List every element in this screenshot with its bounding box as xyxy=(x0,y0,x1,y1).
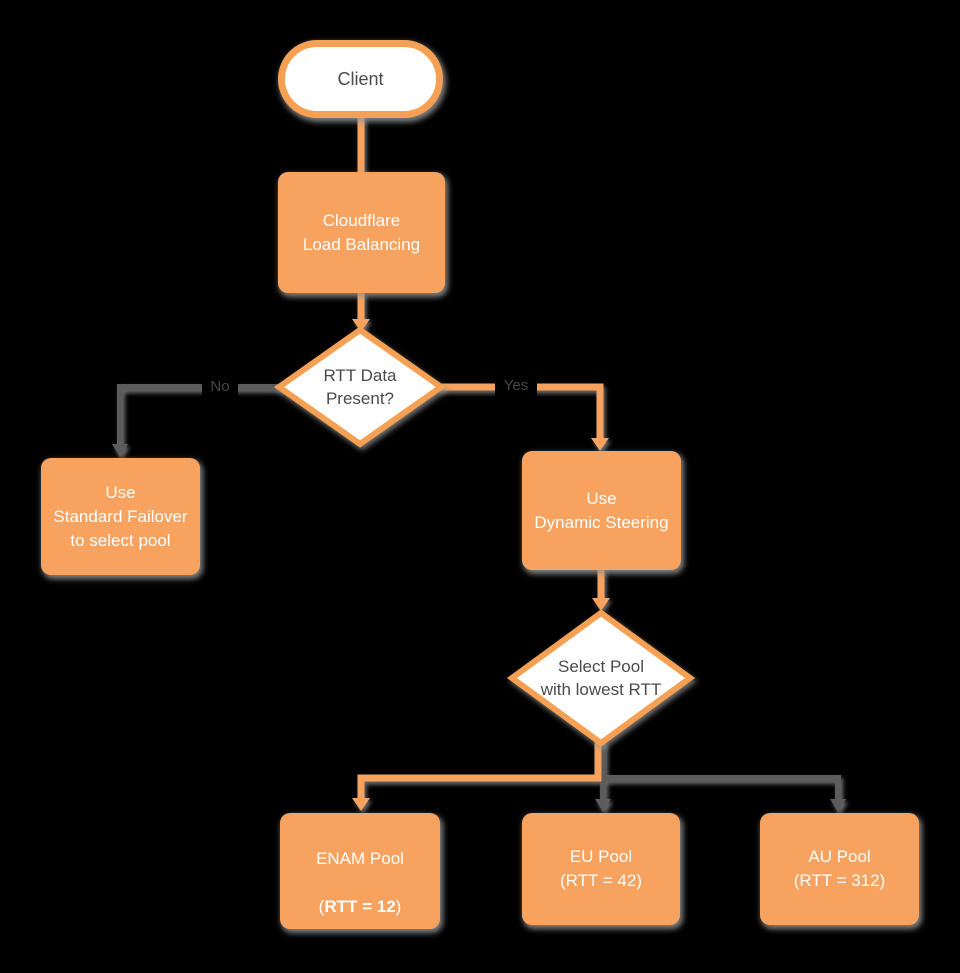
node-eu-pool: EU Pool (RTT = 42) xyxy=(522,813,680,925)
node-eu-pool-label: EU Pool (RTT = 42) xyxy=(559,847,643,890)
node-standard-failover: Use Standard Failover to select pool xyxy=(41,458,200,575)
edge-label-yes-text: Yes xyxy=(503,376,529,394)
node-standard-failover-label: Use Standard Failover to select pool xyxy=(53,482,188,550)
edge-enam-arrowhead xyxy=(352,798,370,811)
node-enam-pool: ENAM Pool (RTT = 12) xyxy=(280,813,440,929)
edge-yes-line xyxy=(437,383,604,440)
enam-rtt-paren-open: ( xyxy=(318,897,325,916)
enam-rtt-paren-close: ) xyxy=(395,897,402,916)
node-cloudflare-label: Cloudflare Load Balancing xyxy=(302,210,421,254)
node-rtt-data-present-decision: RTT Data Present? xyxy=(274,325,446,449)
node-select-pool-label: Select Pool with lowest RTT xyxy=(540,657,662,699)
edge-au-line xyxy=(603,775,841,801)
edge-lb-arrowhead xyxy=(352,319,370,332)
node-au-pool: AU Pool (RTT = 312) xyxy=(760,813,919,925)
edge-label-no: No xyxy=(202,374,238,398)
node-cloudflare-load-balancing: Cloudflare Load Balancing xyxy=(278,172,445,293)
edge-au-arrowhead xyxy=(830,799,846,812)
edge-enam-line xyxy=(357,740,602,800)
node-client-label: Client xyxy=(337,68,384,89)
enam-pool-name: ENAM Pool xyxy=(316,849,404,868)
rtt-diamond-shape xyxy=(274,326,446,448)
node-enam-pool-label: ENAM Pool (RTT = 12) xyxy=(316,823,404,919)
enam-rtt-value: RTT = 12 xyxy=(324,897,396,916)
node-select-pool-decision: Select Pool with lowest RTT xyxy=(506,607,696,749)
edge-select-arrowhead xyxy=(592,598,610,611)
node-au-pool-label: AU Pool (RTT = 312) xyxy=(793,847,886,890)
edge-label-yes: Yes xyxy=(495,371,537,399)
edge-no-arrowhead xyxy=(112,444,128,457)
edge-yes-arrowhead xyxy=(591,438,609,451)
node-dynamic-steering-label: Use Dynamic Steering xyxy=(534,488,669,532)
node-rtt-decision-label: RTT Data Present? xyxy=(323,366,397,408)
node-client: Client xyxy=(278,40,443,118)
edge-eu-arrowhead xyxy=(595,799,611,812)
select-pool-diamond-shape xyxy=(506,609,696,747)
node-dynamic-steering: Use Dynamic Steering xyxy=(522,451,681,570)
edge-label-no-text: No xyxy=(210,377,230,395)
